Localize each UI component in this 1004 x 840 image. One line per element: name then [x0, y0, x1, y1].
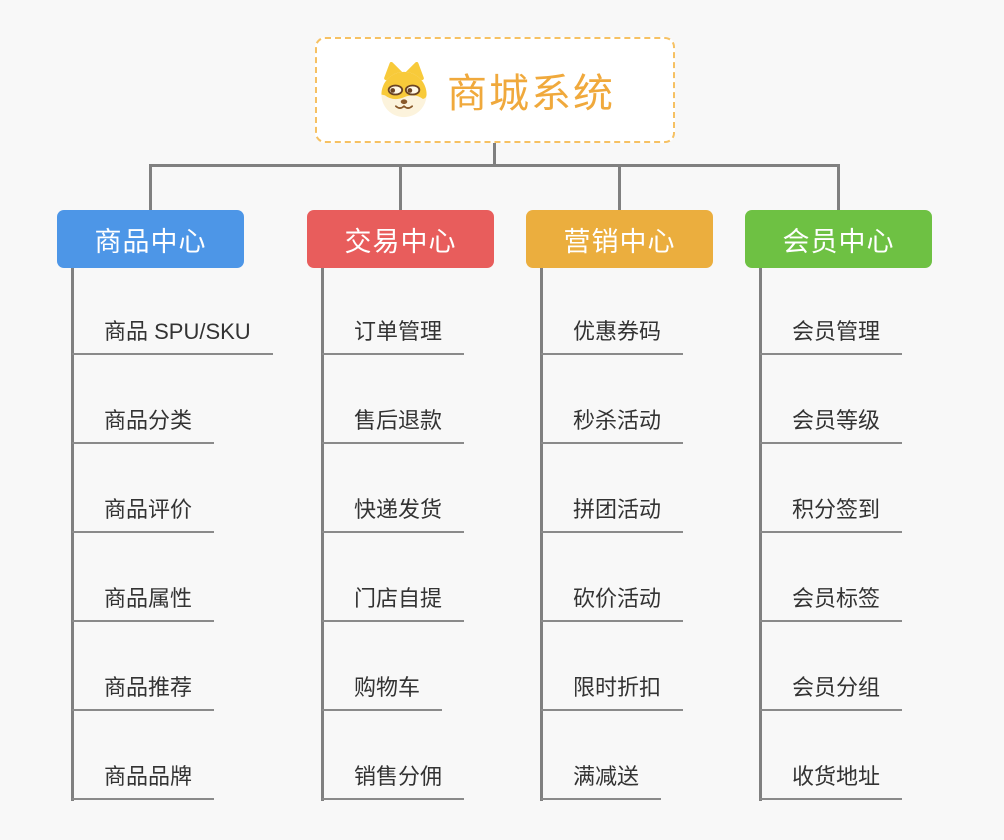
branch-node-trade[interactable]: 交易中心: [307, 210, 494, 268]
connector-drop-marketing: [618, 164, 621, 211]
leaf-node[interactable]: 购物车: [322, 669, 443, 711]
shiba-dog-icon: [375, 62, 433, 118]
leaf-node[interactable]: 销售分佣: [322, 758, 465, 800]
leaf-node[interactable]: 会员等级: [760, 402, 903, 444]
root-title: 商城系统: [447, 72, 615, 116]
connector-drop-trade: [399, 164, 402, 211]
leaf-node[interactable]: 门店自提: [322, 580, 465, 622]
leaf-node[interactable]: 商品推荐: [72, 669, 215, 711]
leaf-node[interactable]: 积分签到: [760, 491, 903, 533]
trunk-line-marketing: [540, 268, 543, 801]
leaf-node[interactable]: 会员管理: [760, 313, 903, 355]
leaf-node[interactable]: 售后退款: [322, 402, 465, 444]
branch-node-members[interactable]: 会员中心: [745, 210, 932, 268]
leaf-node[interactable]: 优惠券码: [541, 313, 684, 355]
leaf-node[interactable]: 限时折扣: [541, 669, 684, 711]
connector-horizontal-bar: [149, 164, 840, 167]
leaf-node[interactable]: 商品评价: [72, 491, 215, 533]
branch-node-marketing[interactable]: 营销中心: [526, 210, 713, 268]
leaf-node[interactable]: 拼团活动: [541, 491, 684, 533]
leaf-node[interactable]: 商品属性: [72, 580, 215, 622]
trunk-line-products: [71, 268, 74, 801]
leaf-node[interactable]: 商品分类: [72, 402, 215, 444]
leaf-node[interactable]: 满减送: [541, 758, 662, 800]
leaf-node[interactable]: 收货地址: [760, 758, 903, 800]
trunk-line-trade: [321, 268, 324, 801]
branch-node-products[interactable]: 商品中心: [57, 210, 244, 268]
connector-root-drop: [493, 141, 496, 167]
connector-drop-products: [149, 164, 152, 211]
leaf-node[interactable]: 商品 SPU/SKU: [72, 313, 273, 355]
trunk-line-members: [759, 268, 762, 801]
connector-drop-members: [837, 164, 840, 211]
leaf-node[interactable]: 订单管理: [322, 313, 465, 355]
root-node[interactable]: 商城系统: [315, 37, 675, 143]
leaf-node[interactable]: 会员分组: [760, 669, 903, 711]
leaf-node[interactable]: 秒杀活动: [541, 402, 684, 444]
leaf-node[interactable]: 快递发货: [322, 491, 465, 533]
leaf-node[interactable]: 砍价活动: [541, 580, 684, 622]
leaf-node[interactable]: 会员标签: [760, 580, 903, 622]
leaf-node[interactable]: 商品品牌: [72, 758, 215, 800]
